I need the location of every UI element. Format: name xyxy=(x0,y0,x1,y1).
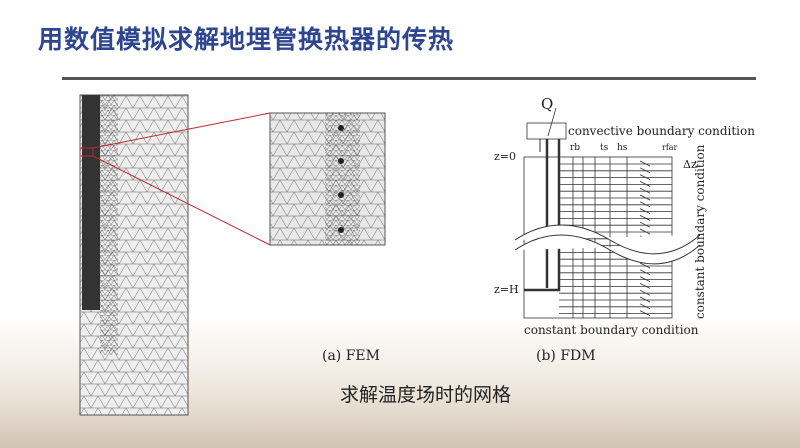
fem-mesh xyxy=(79,94,271,416)
fdm-hs: hs xyxy=(617,143,628,153)
fdm-zh: z=H xyxy=(494,283,519,296)
fdm-dz: Δz xyxy=(683,158,697,171)
fdm-z0: z=0 xyxy=(494,150,517,163)
fdm-rb: rb xyxy=(570,143,581,153)
fdm-constant-right: constant boundary condition xyxy=(693,144,707,319)
fem-zoom-mesh xyxy=(269,112,386,246)
fdm-constant-bottom: constant boundary condition xyxy=(524,323,699,337)
title-divider xyxy=(62,77,756,80)
fdm-diagram xyxy=(514,107,701,319)
fdm-q: Q xyxy=(541,95,554,113)
fdm-label: (b) FDM xyxy=(536,348,596,364)
slide-title: 用数值模拟求解地埋管换热器的传热 xyxy=(38,25,455,54)
fem-label: (a) FEM xyxy=(322,348,380,364)
figure-caption: 求解温度场时的网格 xyxy=(340,384,512,406)
fdm-rfar: rfar xyxy=(662,143,678,152)
fdm-convective-label: convective boundary condition xyxy=(568,124,755,138)
fdm-ts: ts xyxy=(600,143,609,153)
